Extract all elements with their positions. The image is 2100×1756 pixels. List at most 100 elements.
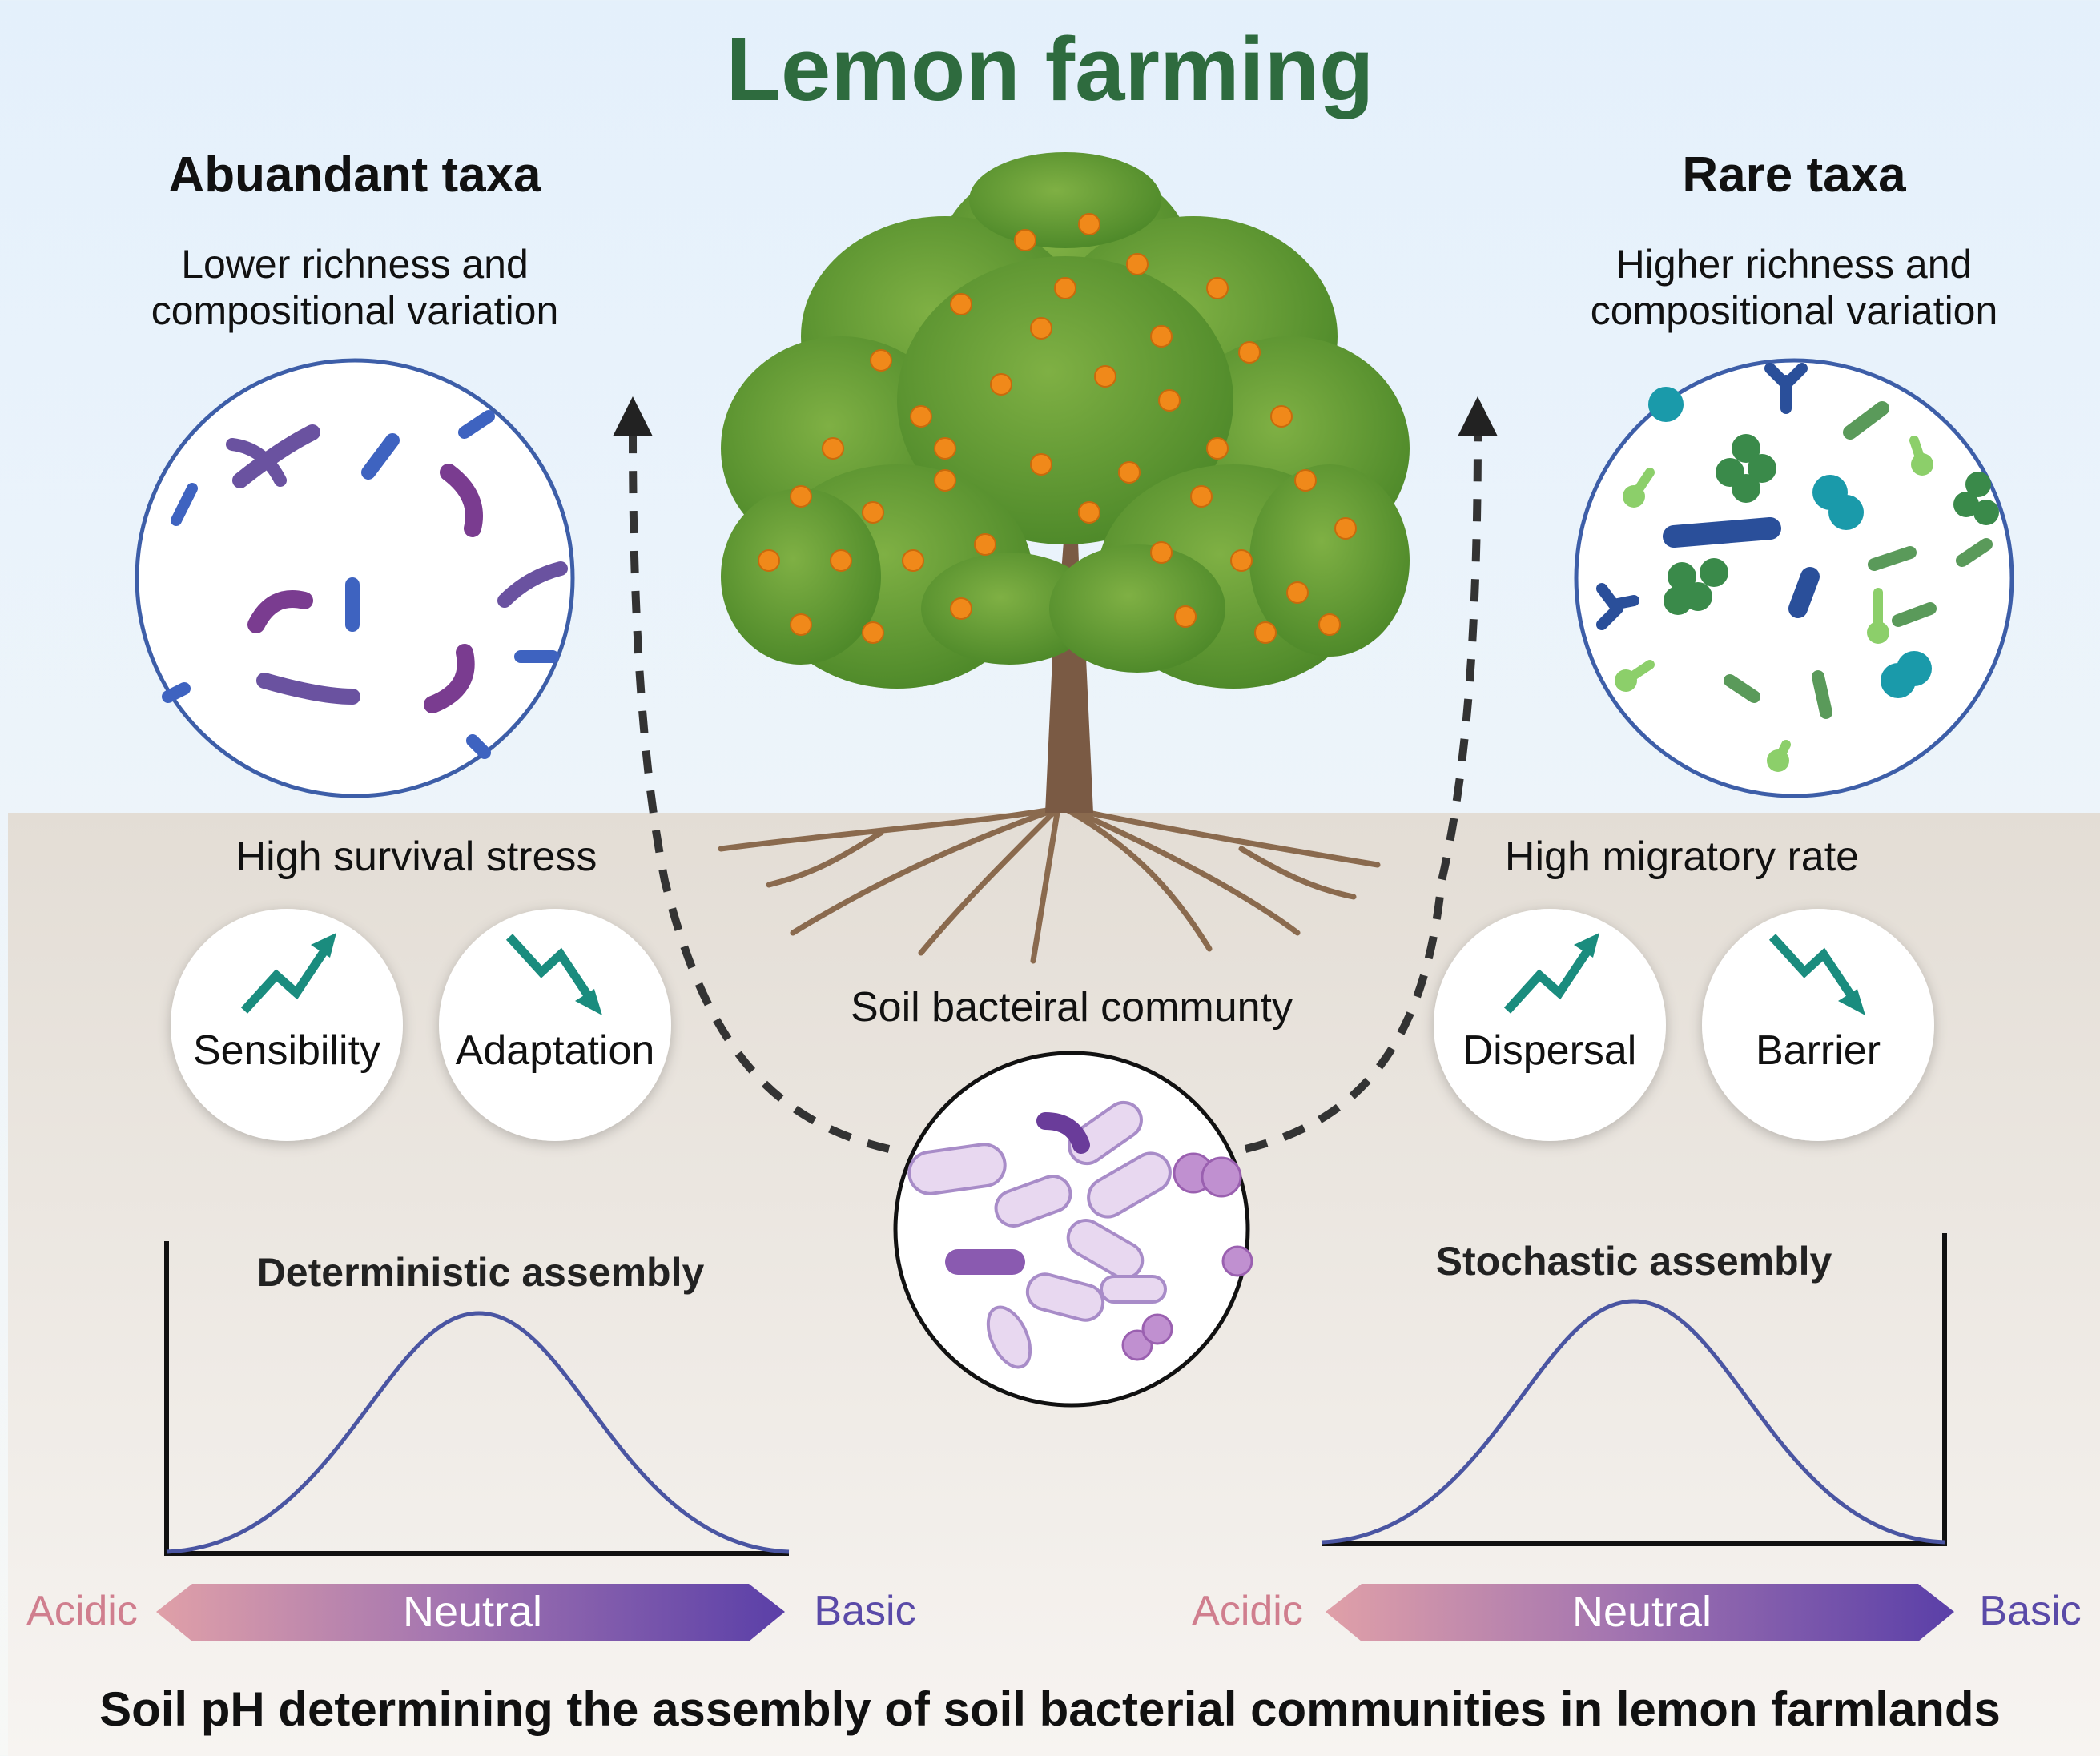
coccus-cluster	[1700, 558, 1728, 587]
lemon-tree-icon	[718, 152, 1410, 964]
deterministic-plot	[164, 1241, 790, 1556]
migratory-rate-label: High migratory rate	[1504, 834, 1860, 880]
dark-rod	[945, 1249, 1025, 1275]
coccus-cluster	[1953, 492, 1979, 517]
survival-stress-label: High survival stress	[235, 834, 597, 880]
rare-taxa-circle	[1574, 358, 2014, 798]
abundant-taxa-heading: Abuandant taxa	[168, 147, 541, 203]
bacterium-rod	[361, 433, 400, 480]
green-rod	[1892, 602, 1937, 627]
soil-bacterium	[1087, 1151, 1172, 1219]
lemon	[1078, 213, 1100, 235]
spore-head	[1615, 669, 1637, 692]
bacterium-rod	[424, 644, 475, 713]
soil-bacterium	[1025, 1272, 1105, 1322]
coccus-cluster	[1965, 472, 1991, 497]
rare-taxa-heading: Rare taxa	[1682, 147, 1906, 203]
soil-community-circle	[893, 1051, 1253, 1408]
soil-community-label: Soil bacteiral communty	[851, 984, 1293, 1031]
lemon	[1286, 581, 1309, 604]
coccus-cluster	[1973, 500, 1999, 525]
abundant-taxa-circle	[135, 358, 575, 798]
lemon	[1190, 485, 1213, 508]
lemon	[1150, 325, 1173, 348]
sensibility-label: Sensibility	[192, 1027, 381, 1074]
lemon	[862, 501, 884, 524]
bacterium-rod	[232, 424, 320, 488]
lemon	[1254, 621, 1277, 644]
bacterium-rod	[466, 734, 491, 759]
ph-neutral-label-right: Neutral	[1571, 1588, 1712, 1636]
lemon	[1054, 277, 1076, 299]
bacterium-rod	[256, 673, 360, 705]
lemon	[822, 437, 844, 460]
rare-taxa-subtitle-2: compositional variation	[1590, 288, 1998, 333]
lemon	[790, 485, 812, 508]
lemon	[1118, 461, 1141, 484]
rare-taxa-subtitle-1: Higher richness and	[1615, 242, 1973, 287]
ph-acidic-label-left: Acidic	[26, 1588, 138, 1634]
lemon	[862, 621, 884, 644]
teal-coccus	[1828, 495, 1864, 530]
lemon	[1030, 453, 1052, 476]
bacterium-rod	[162, 682, 191, 703]
ph-acidic-label-right: Acidic	[1192, 1588, 1303, 1634]
coccus-cluster	[1668, 562, 1696, 591]
ph-basic-label-right: Basic	[1979, 1588, 2082, 1634]
soil-bacterium	[994, 1175, 1072, 1228]
bacterium-rod	[171, 483, 198, 526]
lemon	[934, 469, 956, 492]
barrier-label: Barrier	[1755, 1027, 1881, 1074]
lemon	[1126, 253, 1149, 275]
rare-bacteria-icon	[1596, 363, 1999, 772]
lemon	[1318, 613, 1341, 636]
ph-gradient-arrow-right	[1326, 1584, 1954, 1641]
trend-up-icon	[240, 933, 336, 1014]
stochastic-plot	[1321, 1233, 1947, 1546]
teal-coccus	[1897, 651, 1932, 686]
bubble-adaptation	[439, 909, 671, 1141]
lemon	[1294, 469, 1317, 492]
lemon-fruits	[758, 213, 1357, 644]
tree-foliage	[721, 152, 1410, 689]
lemon	[1238, 341, 1261, 364]
plot-axes	[164, 1241, 789, 1556]
coccus-cluster	[1732, 474, 1760, 503]
lemon	[1078, 501, 1100, 524]
blue-rod	[1663, 517, 1781, 548]
bacterium-rod	[458, 410, 495, 439]
soil-coccus	[1141, 1313, 1173, 1345]
lemon	[974, 533, 996, 556]
trend-down-icon	[1768, 934, 1865, 1015]
lemon	[1150, 541, 1173, 564]
lemon	[1206, 277, 1229, 299]
bacterium-rod	[247, 590, 313, 633]
stochastic-assembly-label: Stochastic assembly	[1435, 1239, 1832, 1284]
bacterium-rod	[497, 561, 568, 608]
ph-gradient-arrow-left	[156, 1584, 785, 1641]
green-rod	[1843, 401, 1889, 440]
adaptation-label: Adaptation	[455, 1027, 655, 1074]
soil-bacterium	[986, 1305, 1032, 1369]
ph-basic-label-left: Basic	[814, 1588, 916, 1634]
abundant-taxa-subtitle-2: compositional variation	[151, 288, 559, 333]
spore-head	[1767, 749, 1789, 772]
abundant-bacteria-icon	[162, 410, 568, 759]
blue-rod	[1788, 567, 1820, 618]
antibody-icon	[1764, 363, 1808, 414]
stochastic-curve	[1321, 1299, 1945, 1545]
dispersal-label: Dispersal	[1462, 1027, 1637, 1074]
soil-coccus	[1221, 1245, 1253, 1277]
soil-coccus	[1201, 1156, 1242, 1198]
trend-down-icon	[505, 934, 602, 1015]
trend-up-icon	[1503, 933, 1599, 1014]
lemon	[950, 293, 972, 315]
bacterium-rod	[440, 464, 483, 537]
main-title: Lemon farming	[726, 19, 1374, 119]
spore-head	[1623, 485, 1645, 508]
soil-bacterium	[907, 1143, 1007, 1195]
lemon	[1174, 605, 1197, 628]
lemon	[1094, 365, 1116, 388]
green-rod	[1868, 546, 1917, 571]
